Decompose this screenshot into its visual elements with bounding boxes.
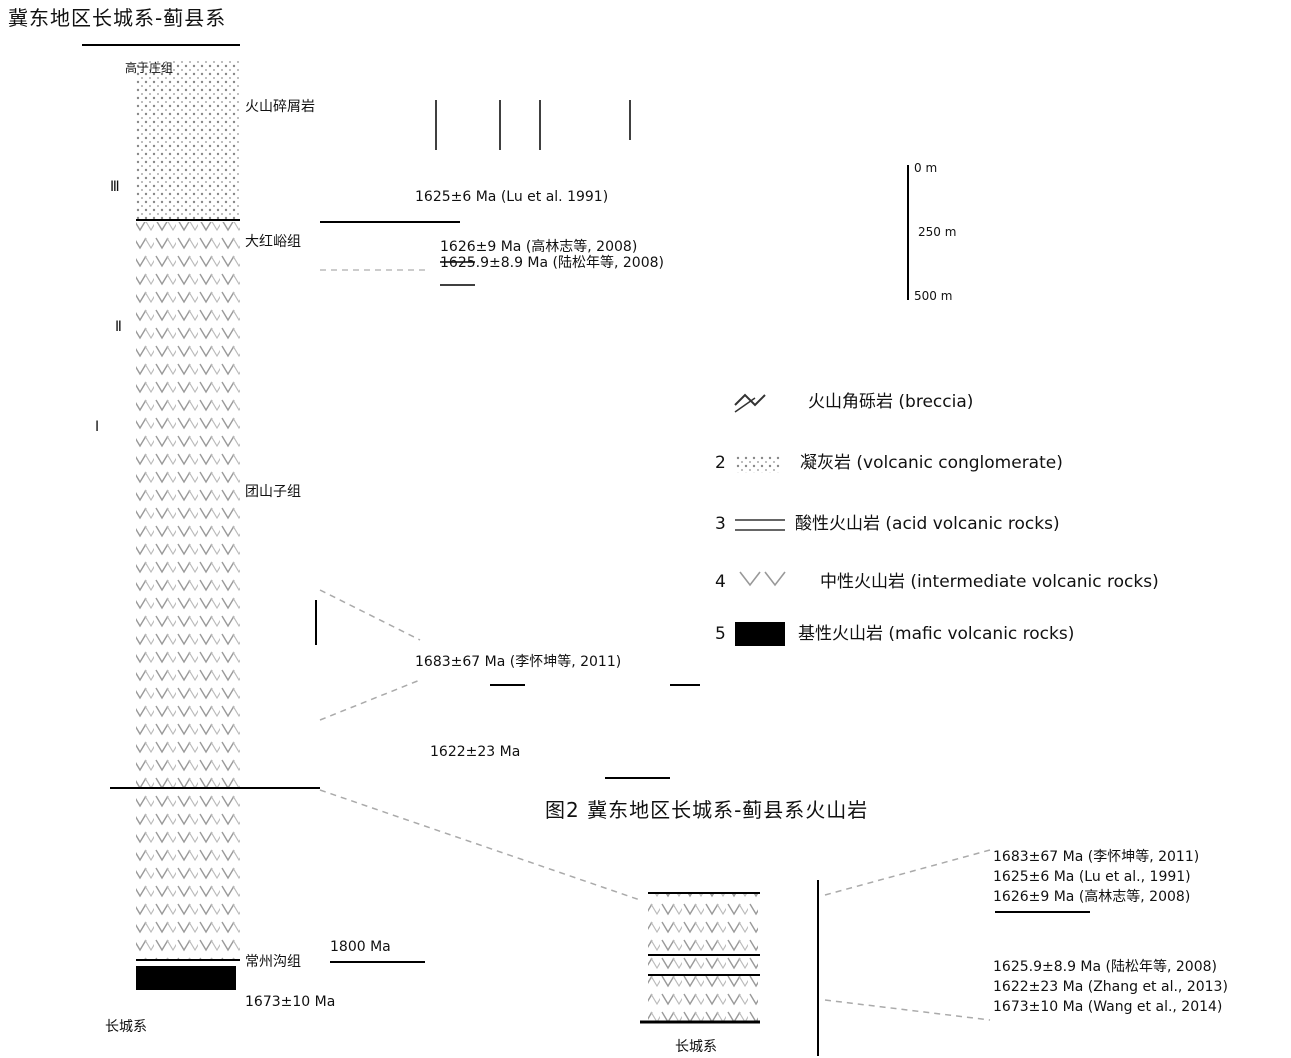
legend-text-1: 火山角砾岩 (breccia) bbox=[808, 392, 974, 412]
bottom-label-left: 长城系 bbox=[105, 1019, 147, 1035]
scale-bottom: 500 m bbox=[914, 289, 953, 303]
bottom-unit-label: 常州沟组 bbox=[245, 954, 301, 970]
legend-symbol-4 bbox=[739, 571, 786, 587]
ref-right-4: 1625.9±8.9 Ma (陆松年等, 2008) bbox=[993, 959, 1217, 975]
annotation-3: 1625.9±8.9 Ma (陆松年等, 2008) bbox=[440, 255, 664, 271]
volcanic-block-upper bbox=[136, 222, 240, 787]
mid-label-1: 大红峪组 bbox=[245, 234, 301, 250]
legend-text-3: 酸性火山岩 (acid volcanic rocks) bbox=[795, 514, 1060, 534]
annotation-6: 1800 Ma bbox=[330, 939, 391, 955]
legend-text-5: 基性火山岩 (mafic volcanic rocks) bbox=[798, 624, 1075, 644]
ref-right-6: 1673±10 Ma (Wang et al., 2014) bbox=[993, 999, 1223, 1015]
annotation-7: 1673±10 Ma bbox=[245, 994, 336, 1010]
legend-num-3: 3 bbox=[715, 514, 726, 534]
mid-label-2: 团山子组 bbox=[245, 484, 301, 500]
ref-right-5: 1622±23 Ma (Zhang et al., 2013) bbox=[993, 979, 1228, 995]
scale-mid: 250 m bbox=[918, 225, 957, 239]
pyroclast-label: 火山碎屑岩 bbox=[245, 99, 315, 115]
top-unit-label: 高于庄组 bbox=[125, 61, 174, 75]
side-label-c: Ⅰ bbox=[95, 419, 100, 435]
scale-top: 0 m bbox=[914, 161, 938, 175]
annotation-5: 1683±67 Ma (李怀坤等, 2011) bbox=[415, 654, 622, 670]
annotation-2: 1626±9 Ma (高林志等, 2008) bbox=[440, 239, 638, 255]
legend-num-2: 2 bbox=[715, 453, 726, 473]
figure-caption: 图2 冀东地区长城系-蓟县系火山岩 bbox=[545, 798, 869, 822]
mafic-layer bbox=[136, 966, 236, 990]
legend-num-5: 5 bbox=[715, 624, 726, 644]
ref-right-2: 1625±6 Ma (Lu et al., 1991) bbox=[993, 869, 1191, 885]
ref-right-1: 1683±67 Ma (李怀坤等, 2011) bbox=[993, 849, 1200, 865]
bottom-label-right: 长城系 bbox=[675, 1039, 717, 1055]
legend-symbol-3 bbox=[735, 519, 785, 531]
ref-right-3: 1626±9 Ma (高林志等, 2008) bbox=[993, 889, 1191, 905]
side-label-b: Ⅱ bbox=[115, 319, 122, 335]
legend-text-4: 中性火山岩 (intermediate volcanic rocks) bbox=[820, 572, 1159, 592]
annotation-4: 1622±23 Ma bbox=[430, 744, 521, 760]
side-label-a: Ⅲ bbox=[110, 179, 120, 195]
legend-symbol-5 bbox=[735, 622, 785, 646]
legend-symbol-1 bbox=[734, 393, 766, 413]
legend-text-2: 凝灰岩 (volcanic conglomerate) bbox=[800, 453, 1063, 473]
volcanic-block-lower bbox=[136, 790, 240, 960]
annotation-1: 1625±6 Ma (Lu et al. 1991) bbox=[415, 189, 609, 205]
sub-column bbox=[648, 893, 758, 1023]
figure-title: 冀东地区长城系-蓟县系 bbox=[8, 6, 227, 30]
legend-num-4: 4 bbox=[715, 572, 726, 592]
legend-symbol-2 bbox=[735, 455, 780, 473]
breccia-block bbox=[136, 60, 240, 220]
